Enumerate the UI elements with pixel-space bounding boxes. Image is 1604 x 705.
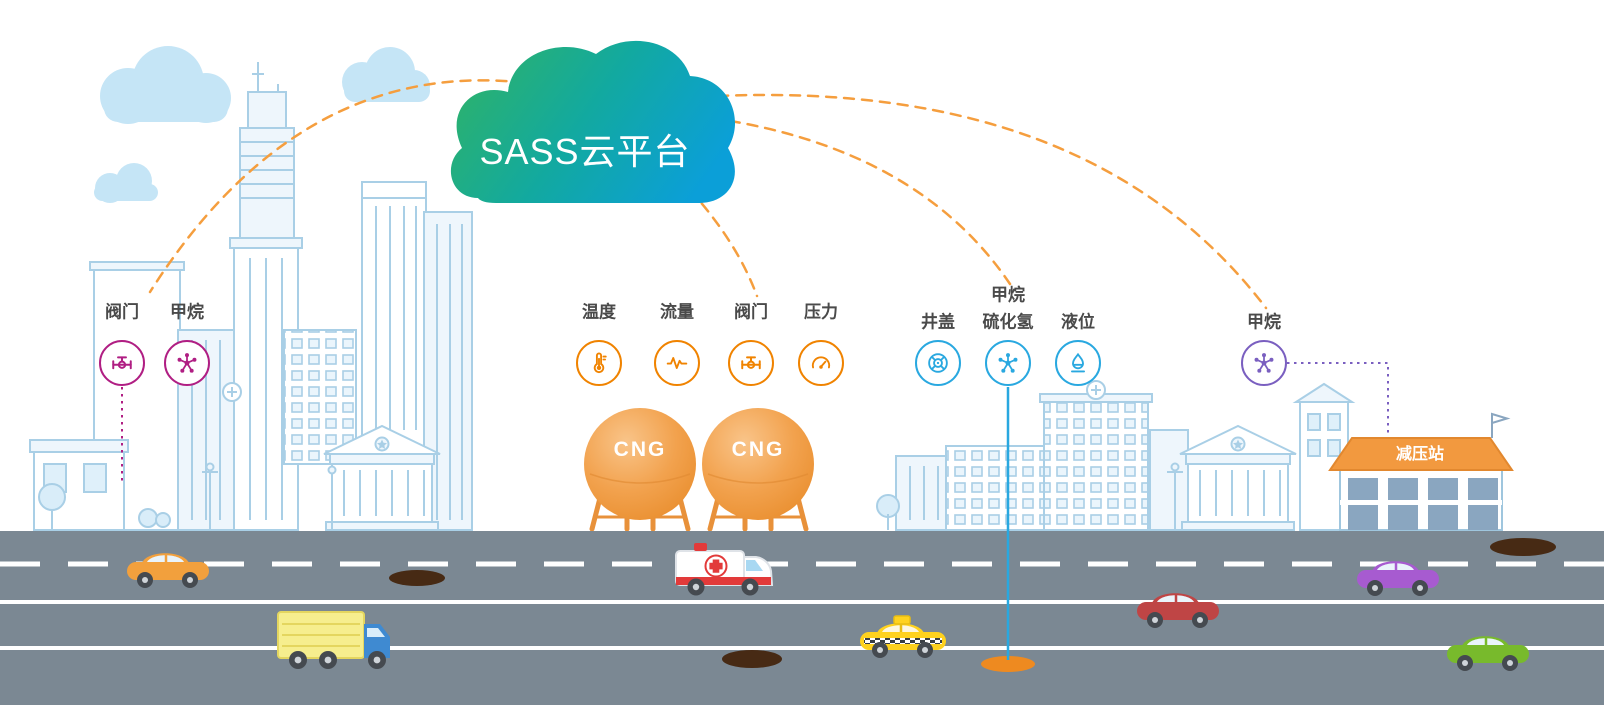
valve-sensor-badge-city bbox=[99, 340, 145, 386]
connection-manhole bbox=[710, 116, 1012, 286]
cng-tank-1 bbox=[584, 408, 696, 520]
pressure-sensor-badge bbox=[798, 340, 844, 386]
gas-sensor-badge-manhole bbox=[985, 340, 1031, 386]
flow-icon bbox=[663, 349, 691, 377]
gauge-icon bbox=[807, 349, 835, 377]
molecule-icon bbox=[173, 349, 201, 377]
sensor-label-manhole: 井盖 bbox=[921, 312, 955, 332]
molecule-icon bbox=[1250, 349, 1278, 377]
sensor-label-pressure: 压力 bbox=[804, 302, 838, 322]
sensor-label-flow: 流量 bbox=[660, 302, 694, 322]
cng-tank-1-label: CNG bbox=[613, 438, 667, 461]
cng-tank-2 bbox=[702, 408, 814, 520]
temperature-sensor-badge bbox=[576, 340, 622, 386]
sensor-label-methane-manhole: 甲烷 bbox=[991, 285, 1025, 305]
valve-icon bbox=[737, 349, 765, 377]
molecule-icon bbox=[994, 349, 1022, 377]
road-patch bbox=[722, 650, 782, 668]
level-sensor-badge bbox=[1055, 340, 1101, 386]
flow-sensor-badge bbox=[654, 340, 700, 386]
cloud-connections bbox=[148, 79, 1268, 310]
connection-city bbox=[148, 79, 562, 294]
connection-station bbox=[716, 93, 1268, 310]
sensor-label-valve-city: 阀门 bbox=[105, 302, 139, 322]
pressure-station bbox=[1292, 382, 1514, 531]
city-skyline-left bbox=[29, 62, 473, 531]
sensor-label-h2s: 硫化氢 bbox=[982, 312, 1034, 332]
truck bbox=[277, 611, 390, 669]
thermometer-icon bbox=[585, 349, 613, 377]
city-skyline-right bbox=[876, 380, 1325, 531]
valve-icon bbox=[108, 349, 136, 377]
methane-sensor-badge-city bbox=[164, 340, 210, 386]
cng-tanks bbox=[584, 408, 814, 532]
sensor-label-temperature: 温度 bbox=[582, 302, 616, 322]
manhole-sensor-badge bbox=[915, 340, 961, 386]
road bbox=[0, 531, 1604, 705]
pressure-station-label: 减压站 bbox=[1395, 446, 1445, 463]
road-patch bbox=[1490, 538, 1556, 556]
valve-sensor-badge-cng bbox=[728, 340, 774, 386]
cloud-platform-label: SASS云平台 bbox=[479, 131, 691, 172]
methane-sensor-badge-station bbox=[1241, 340, 1287, 386]
cng-tank-2-label: CNG bbox=[731, 438, 785, 461]
cloud-platform bbox=[450, 40, 736, 203]
manhole-cover bbox=[981, 656, 1035, 672]
sensor-connectors bbox=[121, 362, 1389, 660]
ambulance bbox=[675, 543, 774, 596]
vehicles bbox=[125, 543, 1531, 673]
sensor-label-level: 液位 bbox=[1061, 312, 1095, 332]
station-dotted-line bbox=[1287, 362, 1389, 434]
road-patch bbox=[389, 570, 445, 586]
taxi bbox=[860, 615, 946, 658]
level-icon bbox=[1064, 349, 1092, 377]
manhole-icon bbox=[924, 349, 952, 377]
sensor-label-valve-cng: 阀门 bbox=[734, 302, 768, 322]
sensor-label-methane-city: 甲烷 bbox=[170, 302, 204, 322]
sensor-label-methane-station: 甲烷 bbox=[1247, 312, 1281, 332]
connection-cng bbox=[688, 188, 759, 298]
